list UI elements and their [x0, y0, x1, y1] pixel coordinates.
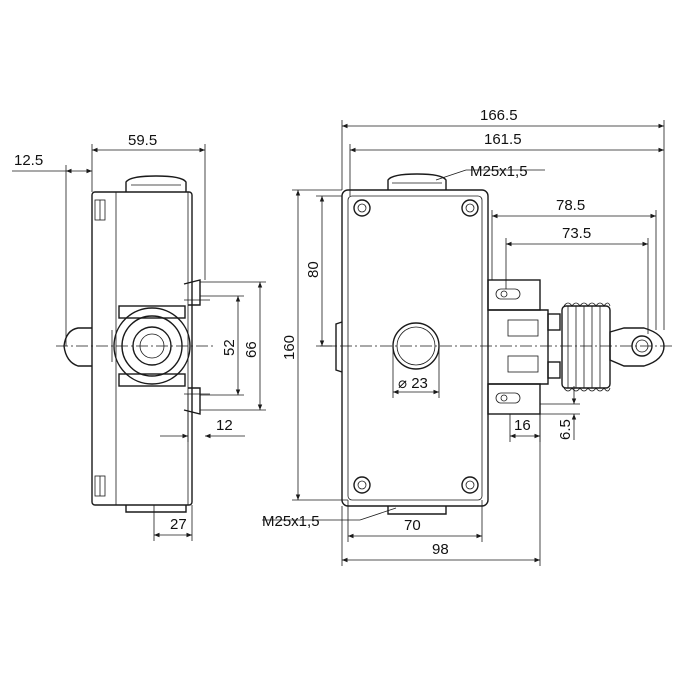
thread-top-label: M25x1,5: [470, 163, 528, 180]
dim-78: 78.5: [556, 197, 585, 214]
dim-diameter-23: ⌀ 23: [398, 375, 428, 392]
dim-side-12: 12: [216, 417, 233, 434]
dim-overall-166: 166.5: [480, 107, 518, 124]
front-view-dimensions: 166.5 161.5 M25x1,5 78.5 73.5 80 160: [262, 107, 665, 566]
dim-160: 160: [281, 335, 298, 360]
dim-70: 70: [404, 517, 421, 534]
bellows: [561, 302, 611, 392]
dim-overall-161: 161.5: [484, 131, 522, 148]
side-view-dimensions: 59.5 12.5 52 66 12 27: [12, 132, 266, 541]
dim-side-width: 59.5: [128, 132, 157, 149]
dim-16: 16: [514, 417, 531, 434]
thread-bottom-label: M25x1,5: [262, 513, 320, 530]
dim-73: 73.5: [562, 225, 591, 242]
dim-6-5: 6.5: [557, 419, 574, 440]
dim-side-66: 66: [243, 341, 260, 358]
side-view: [56, 175, 215, 513]
dim-side-52: 52: [221, 339, 238, 356]
dim-98: 98: [432, 541, 449, 558]
front-view: [320, 173, 672, 515]
dim-side-27: 27: [170, 516, 187, 533]
dim-side-offset: 12.5: [14, 152, 43, 169]
dim-80: 80: [305, 261, 322, 278]
